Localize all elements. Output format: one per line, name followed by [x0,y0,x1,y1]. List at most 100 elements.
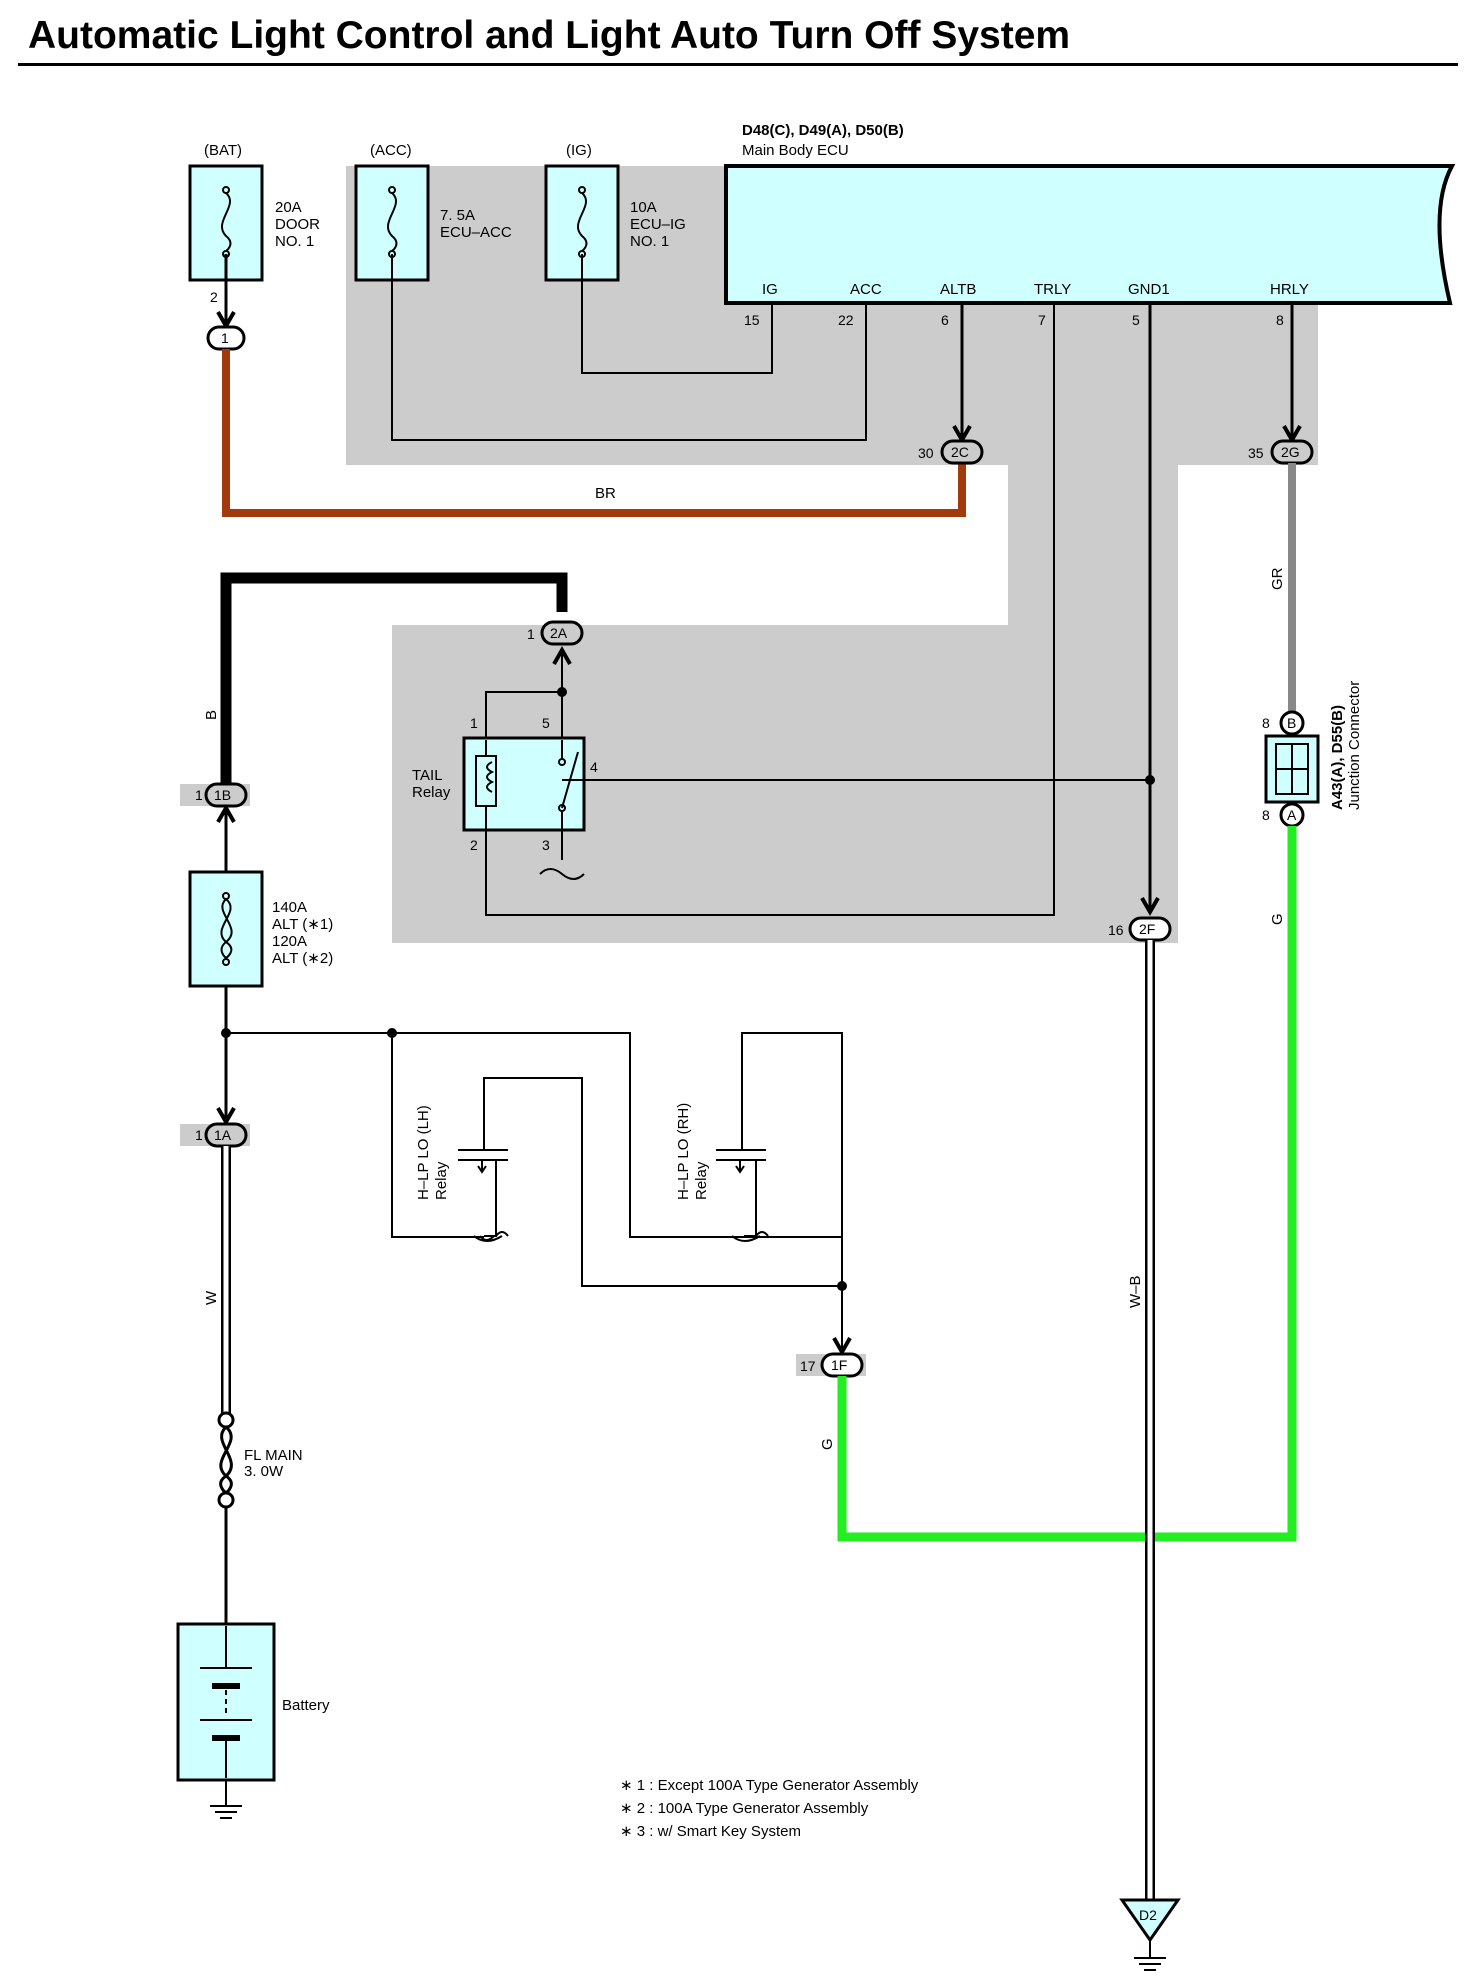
junction-name-label: Junction Connector [1346,681,1363,810]
wire-wb-label: W–B [1127,1275,1144,1308]
arrow-down-icon [1140,897,1160,917]
note-1: ∗ 1 : Except 100A Type Generator Assembl… [620,1777,919,1794]
wire-b [220,572,568,784]
junction-a-id: A [1287,807,1297,823]
battery-icon [200,1626,252,1778]
ecu-terminal-hrly: HRLY [1270,281,1309,298]
fusible-link-icon [217,1411,235,1509]
wire-g [837,826,1297,1542]
conn-2F-pin: 16 [1108,922,1124,938]
page-title: Automatic Light Control and Light Auto T… [28,14,1071,57]
fuse-alt-rating-2: 120A [272,933,307,950]
ecu-name-label: Main Body ECU [742,142,849,159]
conn-2C-pin: 30 [918,445,934,461]
ecu-pin-ig: 15 [744,312,760,328]
conn-1F-pin: 17 [800,1358,816,1374]
ecu-pin-altb: 6 [941,312,949,328]
hlp-rh-relay-icon [716,1149,769,1242]
junction-pin-b [1279,710,1305,736]
ecu-terminal-trly: TRLY [1034,281,1071,298]
tail-relay-pin-1: 1 [470,715,478,731]
connector-2G-id: 2G [1281,444,1300,460]
shaded-region-ecu-supply [346,166,1318,943]
conn-1-pin: 2 [210,289,218,305]
conn-1A-pin: 1 [195,1127,203,1143]
note-2: ∗ 2 : 100A Type Generator Assembly [620,1800,869,1817]
conn-1B-pin: 1 [195,787,203,803]
ground-d2-icon [1119,1898,1181,1943]
ecu-connectors-label: D48(C), D49(A), D50(B) [742,122,904,139]
connector-1B-id: 1B [214,787,231,803]
tail-relay-label-1: TAIL [412,767,443,784]
fuse-ig-name: ECU–IG [630,216,686,233]
note-3: ∗ 3 : w/ Smart Key System [620,1823,801,1840]
fuse-ig-source: (IG) [566,142,592,159]
junction-grid-icon [1275,743,1309,795]
ground-squiggle-icon [539,868,585,880]
hlp-lh-relay-label-2: Relay [433,1161,450,1200]
conn-2G-pin: 35 [1248,445,1264,461]
hlp-lh-relay-label-1: H–LP LO (LH) [415,1105,432,1200]
tail-relay-label-2: Relay [412,784,451,801]
tail-relay-coil-icon [475,740,497,830]
connector-2F-id: 2F [1139,921,1155,937]
wire-ig [581,254,773,374]
connector-2A [540,620,584,646]
tail-relay-pin-4: 4 [590,759,598,775]
tail-relay-pin-3: 3 [542,837,550,853]
ground-symbol-icon [1134,1940,1166,1971]
ecu-pin-acc: 22 [838,312,854,328]
fuse-ig-number: NO. 1 [630,233,669,250]
hlp-rh-relay-label-1: H–LP LO (RH) [675,1103,692,1200]
ecu-pin-hrly: 8 [1276,312,1284,328]
fuse-bat-name: DOOR [275,216,320,233]
fuse-alt-name-2: ALT (∗2) [272,950,333,967]
connector-2C-id: 2C [951,444,969,460]
wire-hlp-feed [226,1032,842,1238]
main-body-ecu-box [724,164,1456,305]
fuse-bat-number: NO. 1 [275,233,314,250]
fl-main-label-1: FL MAIN [244,1447,303,1464]
hlp-rh-relay-label-2: Relay [693,1161,710,1200]
fuse-alt-icon [220,892,233,966]
arrow-down-icon [216,1107,236,1127]
fuse-alt-box [188,870,264,988]
tail-relay-switch-icon [558,740,584,860]
connector-2A-id: 2A [550,625,568,641]
wire-br-label: BR [595,485,616,502]
wire-w-label: W [203,1290,220,1305]
ecu-pin-gnd1: 5 [1132,312,1140,328]
fuse-acc-rating: 7. 5A [440,207,475,224]
title-underline [18,63,1458,66]
fuse-acc-source: (ACC) [370,142,412,159]
fl-main-label-2: 3. 0W [244,1463,284,1480]
ecu-terminal-gnd1: GND1 [1128,281,1170,298]
junction-b-id: B [1287,715,1296,731]
junction-b-pin: 8 [1262,715,1270,731]
tail-relay-pin-2: 2 [470,837,478,853]
ground-symbol-icon [210,1780,242,1819]
conn-2A-pin: 1 [527,626,535,642]
connector-1F-id: 1F [831,1357,847,1373]
ecu-terminal-acc: ACC [850,281,882,298]
fuse-alt-name-1: ALT (∗1) [272,916,333,933]
fuse-bat-rating: 20A [275,199,302,216]
wire-br [222,349,966,517]
wire-b-label: B [203,710,220,720]
hlp-lh-relay-icon [458,1149,509,1242]
fuse-acc-name: ECU–ACC [440,224,512,241]
fuse-bat-source: (BAT) [204,142,242,159]
tail-relay-pin-5: 5 [542,715,550,731]
fuse-ig-rating: 10A [630,199,657,216]
ecu-terminal-ig: IG [762,281,778,298]
junction-connectors-label: A43(A), D55(B) [1329,705,1346,810]
battery-label: Battery [282,1697,330,1714]
wire-g-label-1: G [819,1438,836,1450]
connector-2C [940,439,984,465]
wire-g-label-2: G [1269,913,1286,925]
wire-gr-label: GR [1269,567,1286,590]
ecu-pin-trly: 7 [1038,312,1046,328]
tail-relay-box [462,736,586,832]
